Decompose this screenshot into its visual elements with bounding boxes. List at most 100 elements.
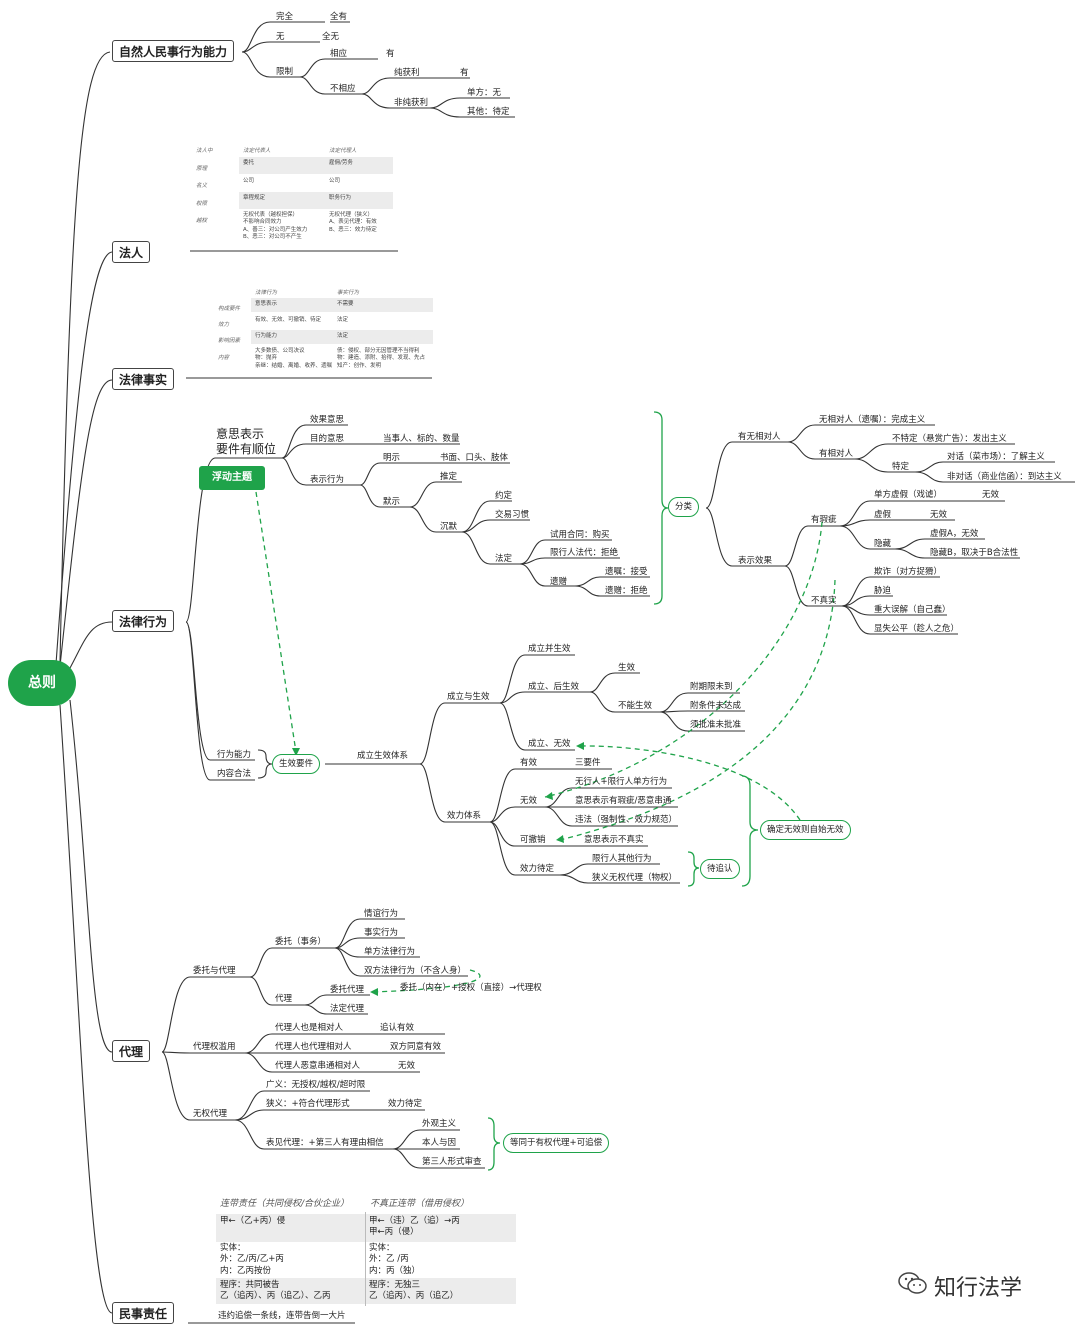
capacity-label: 行为能力: [217, 750, 252, 760]
abuse-3: 代理人恶意串通相对人: [275, 1061, 361, 1071]
equal-authorized-pill[interactable]: 等同于有权代理+可追偿: [503, 1133, 610, 1153]
custom-label: 交易习惯: [495, 510, 530, 520]
third-party-review: 第三人形式审查: [422, 1157, 482, 1167]
all-label: 全有: [330, 12, 348, 22]
will-label: 遗赠: [550, 577, 568, 587]
legal-person-table: 法人中 法定代表人 法定代理人 原理 名义 权限 越权 委托 雇佣/劳务 公司 …: [193, 144, 393, 248]
silent-label: 沉默: [440, 522, 458, 532]
agency-node[interactable]: 代理: [112, 1040, 151, 1062]
expression-effect: 表示效果: [738, 556, 773, 566]
table-cell: 债：侵权、部分无因管理不当得利 物：建造、添附、拾得、发现、先占 知产：创作、发…: [337, 348, 426, 369]
root-node[interactable]: 总则: [8, 660, 76, 706]
misunderstanding-label: 重大误解（自己蠢）: [874, 605, 951, 615]
table-header: 法人中: [196, 148, 213, 154]
legacy-label: 遗嘱：接受: [605, 567, 648, 577]
table-header: 法定代表人: [243, 148, 271, 154]
implicit-label: 默示: [383, 497, 401, 507]
table-cell: 法定: [337, 333, 349, 339]
untrue-label: 不真实: [811, 596, 837, 606]
joint-liability-header: 连带责任（共同侵权/合伙企业）: [220, 1199, 350, 1209]
narrow-label: 狭义：+符合代理形式: [266, 1099, 350, 1109]
table-cell: 程序：共同被告 乙（追丙）、丙（追乙）、乙丙: [220, 1280, 331, 1302]
illegal-label: 违法（强制性、效力规范）: [575, 815, 678, 825]
row-label: 构成要件: [218, 306, 241, 312]
condition-label: 附条件未达成: [690, 701, 742, 711]
bilateral-act: 双方法律行为（不含人身）: [364, 966, 467, 976]
effect-requirements-pill[interactable]: 生效要件: [272, 754, 321, 774]
abuse-1-result: 追认有效: [380, 1023, 415, 1033]
establish-effect: 成立与生效: [447, 692, 490, 702]
table-cell: 章程规定: [243, 195, 266, 201]
table-cell: 公司: [329, 178, 341, 184]
row-label: 影响因素: [218, 338, 241, 344]
parties-label: 当事人、标的、数量: [383, 434, 460, 444]
abuse-1: 代理人也是相对人: [275, 1023, 344, 1033]
statutory-label: 法定: [495, 554, 513, 564]
table-cell: 无权代理（狭义） A、表见代理：有效 B、恶三：效力待定: [329, 212, 377, 233]
legal-act-node[interactable]: 法律行为: [112, 610, 175, 632]
coerce-label: 胁迫: [874, 586, 892, 596]
all-none-label: 全无: [322, 32, 340, 42]
cause-label: 本人与因: [422, 1138, 457, 1148]
table-cell: 甲←（乙+丙）侵: [220, 1216, 286, 1226]
flaw-label: 有瑕疵: [811, 515, 837, 525]
no-capacity: 无行人+限行人单方行为: [575, 777, 668, 787]
table-cell: 委托: [243, 160, 255, 166]
row-label: 效力: [218, 322, 230, 328]
noncorresponding-label: 不相应: [330, 84, 356, 94]
three-elements: 三要件: [575, 758, 601, 768]
table-cell: 行为能力: [255, 333, 278, 339]
table-cell: 无权代表（越权担保） 不影响合同效力 A、善三：对公司产生效力 B、恶三：对公司…: [243, 212, 308, 241]
bequest-label: 遗赠：拒绝: [605, 586, 648, 596]
untrue-intent: 意思表示不真实: [584, 835, 644, 845]
table-header: 事实行为: [337, 290, 360, 296]
nongenuine-joint-header: 不真正连带（借用侵权）: [370, 1199, 470, 1209]
civil-liability-node[interactable]: 民事责任: [112, 1302, 175, 1324]
legal-person-node[interactable]: 法人: [112, 241, 151, 263]
revocable-label: 可撤销: [520, 835, 546, 845]
abuse-2-result: 双方同意有效: [390, 1042, 442, 1052]
intent-title: 意思表示: [216, 427, 265, 441]
table-band: [216, 1214, 516, 1242]
has-counterparty: 有无相对人: [738, 432, 781, 442]
void-label: 无效: [520, 796, 538, 806]
invalid-label-2: 无效: [930, 510, 948, 520]
entrust-label: 委托（事务）: [275, 937, 327, 947]
classify-pill[interactable]: 分类: [668, 497, 700, 517]
broad-label: 广义：无授权/越权/超时限: [266, 1080, 366, 1090]
table-cell: 程序：无独三 乙（追丙）、丙（追乙）: [369, 1280, 459, 1302]
row-label: 原理: [196, 166, 208, 172]
validity-system: 效力体系: [447, 811, 482, 821]
abuse-3-result: 无效: [398, 1061, 416, 1071]
complete-label: 完全: [276, 12, 294, 22]
confirm-void-pill[interactable]: 确定无效则自始无效: [760, 820, 851, 840]
watermark-text: 知行法学: [934, 1276, 1023, 1301]
has-label-2: 有: [460, 68, 469, 78]
effect-intent: 效果意思: [310, 415, 345, 425]
pending-label: 效力待定: [520, 864, 555, 874]
valid-label: 有效: [520, 758, 538, 768]
unspecific-label: 不特定（悬赏广告）：发出主义: [892, 434, 1007, 444]
table-header: 法律行为: [255, 290, 278, 296]
nondialog-label: 非对话（商业信函）：到达主义: [947, 472, 1062, 482]
agreed-label: 约定: [495, 491, 513, 501]
table-cell: 甲←（违）乙（追）→丙 甲←丙（侵）: [369, 1216, 460, 1238]
table-cell: 大多数债、公司决议 物：抛弃 亲继：结婚、离婚、收养、遗嘱: [255, 348, 333, 369]
row-label: 权限: [196, 201, 208, 207]
invalid-label: 无效: [982, 490, 1000, 500]
legal-fact-node[interactable]: 法律事实: [112, 368, 175, 390]
not-effective-label: 不能生效: [618, 701, 653, 711]
trial-contract: 试用合同：购买: [550, 530, 610, 540]
unilateral-act: 单方法律行为: [364, 947, 416, 957]
table-cell: 实体： 外：乙/丙/乙+丙 内：乙丙按份: [220, 1243, 284, 1276]
natural-person-capacity-node[interactable]: 自然人民事行为能力: [112, 40, 235, 62]
floating-topic[interactable]: 浮动主题: [199, 466, 265, 490]
statutory-agency: 法定代理: [330, 1004, 365, 1014]
narrow-result: 效力待定: [388, 1099, 423, 1109]
ltd-rep: 限行人法代：拒绝: [550, 548, 619, 558]
await-ratify-pill[interactable]: 待追认: [700, 859, 740, 879]
nonpure-benefit-label: 非纯获利: [394, 98, 429, 108]
abuse-label: 代理权滥用: [193, 1042, 236, 1052]
fake-single: 单方虚假（戏谑）: [874, 490, 943, 500]
